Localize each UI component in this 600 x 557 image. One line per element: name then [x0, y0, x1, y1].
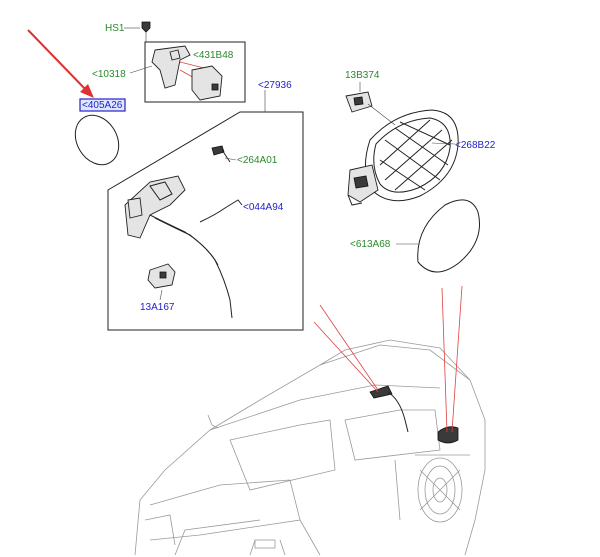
housing-assembly: <27936 13A167 <264A01 <044A94 [107, 80, 304, 331]
label-431b48: <431B48 [193, 50, 234, 61]
actuator-assembly: HS1 <10318 <431B48 [92, 21, 246, 103]
label-044a94: <044A94 [243, 202, 284, 213]
label-613a68: <613A68 [350, 239, 391, 250]
highlight-box [79, 98, 126, 112]
fuel-door-assembly: 13B374 <268B22 <613A68 [345, 70, 496, 273]
label-13a167: 13A167 [140, 302, 175, 313]
label-10318: <10318 [92, 69, 126, 80]
callout-lines [179, 61, 463, 433]
red-arrow-icon [27, 29, 94, 98]
label-405a26: <405A26 [82, 100, 123, 111]
seal-ring: <405A26 [74, 98, 126, 166]
label-264a01: <264A01 [237, 155, 278, 166]
label-13b374: 13B374 [345, 70, 380, 81]
label-hs1: HS1 [105, 23, 125, 34]
label-268b22: <268B22 [455, 140, 496, 151]
label-27936: <27936 [258, 80, 292, 91]
vehicle-outline [134, 339, 486, 556]
